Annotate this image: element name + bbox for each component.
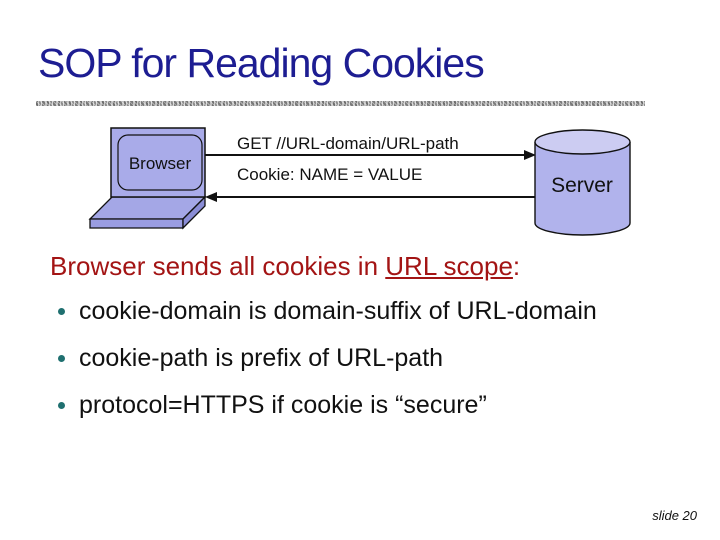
cookie-line-label: Cookie: NAME = VALUE: [237, 165, 422, 184]
bullet-dot-icon: [58, 355, 65, 362]
bullet-dot-icon: [58, 308, 65, 315]
title-divider-bar: [36, 101, 645, 106]
heading-prefix: Browser sends all cookies in: [50, 251, 386, 281]
bullet-text: protocol=HTTPS if cookie is “secure”: [79, 391, 487, 419]
request-line-label: GET //URL-domain/URL-path: [237, 134, 459, 153]
cylinder-top: [534, 129, 631, 155]
slide-number: slide 20: [652, 508, 697, 523]
request-arrowhead-icon: [524, 150, 536, 160]
bullet-text: cookie-path is prefix of URL-path: [79, 344, 444, 372]
slide-title: SOP for Reading Cookies: [38, 40, 485, 86]
response-arrowhead-icon: [205, 192, 217, 202]
bullet-dot-icon: [58, 402, 65, 409]
cylinder-body: [534, 142, 631, 236]
list-item: cookie-domain is domain-suffix of URL-do…: [58, 288, 597, 335]
bullet-text: cookie-domain is domain-suffix of URL-do…: [79, 297, 597, 325]
laptop-screen: [117, 134, 203, 191]
server-label: Server: [551, 174, 613, 197]
laptop-base-front-face: [89, 218, 184, 229]
heading-url-scope: URL scope: [385, 251, 513, 281]
browser-label: Browser: [129, 154, 192, 173]
laptop-base-side-face: [182, 195, 206, 230]
server-database-shape: Server: [534, 129, 631, 236]
browser-laptop-shape: Browser: [88, 127, 207, 230]
response-arrow: [205, 192, 535, 202]
browser-server-diagram: Browser GET //URL-domain/URL-path Cookie…: [88, 127, 631, 236]
list-item: cookie-path is prefix of URL-path: [58, 335, 597, 382]
list-item: protocol=HTTPS if cookie is “secure”: [58, 382, 597, 429]
bullet-list: cookie-domain is domain-suffix of URL-do…: [58, 288, 597, 429]
body-heading: Browser sends all cookies in URL scope:: [50, 251, 520, 282]
request-arrow: [205, 150, 536, 160]
heading-colon: :: [512, 251, 521, 281]
